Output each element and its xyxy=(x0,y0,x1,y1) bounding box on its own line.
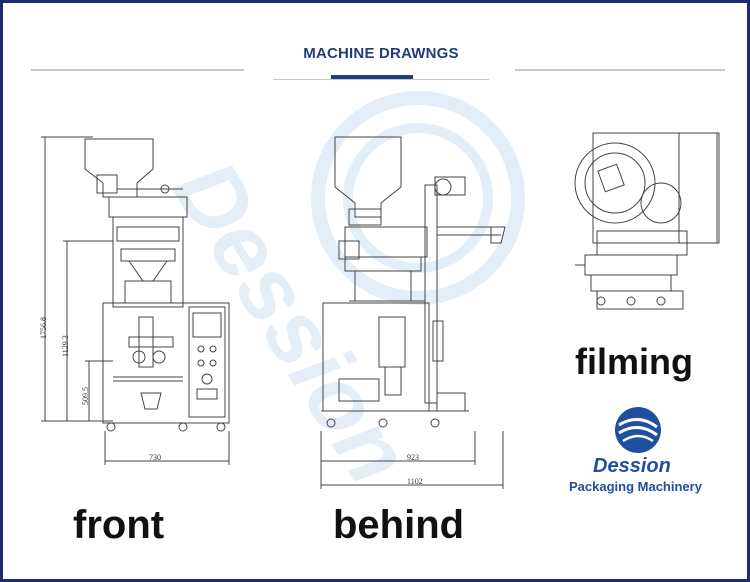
brand-name: Dession xyxy=(593,455,671,477)
behind-dim-total: 1102 xyxy=(407,477,423,486)
header-rule-left xyxy=(31,69,244,71)
behind-view-drawing xyxy=(320,136,506,489)
front-dim-mid: 1129.3 xyxy=(61,335,70,357)
front-dim-width: 730 xyxy=(149,453,161,462)
front-view-drawing xyxy=(41,136,230,465)
brand-tagline: Packaging Machinery xyxy=(569,479,702,494)
front-dim-total: 1756.8 xyxy=(39,317,48,339)
page-title: MACHINE DRAWNGS xyxy=(303,45,459,62)
caption-filming: filming xyxy=(575,341,693,382)
caption-front: front xyxy=(73,503,165,547)
header-rule-mid xyxy=(273,79,489,80)
brand-logo-icon xyxy=(615,407,661,453)
title-underline xyxy=(331,75,413,79)
caption-behind: behind xyxy=(333,503,465,547)
filming-view-drawing xyxy=(574,132,720,310)
front-dim-low: 509.5 xyxy=(81,387,90,405)
header-rule-right xyxy=(515,69,725,71)
behind-dim-inner: 923 xyxy=(407,453,419,462)
